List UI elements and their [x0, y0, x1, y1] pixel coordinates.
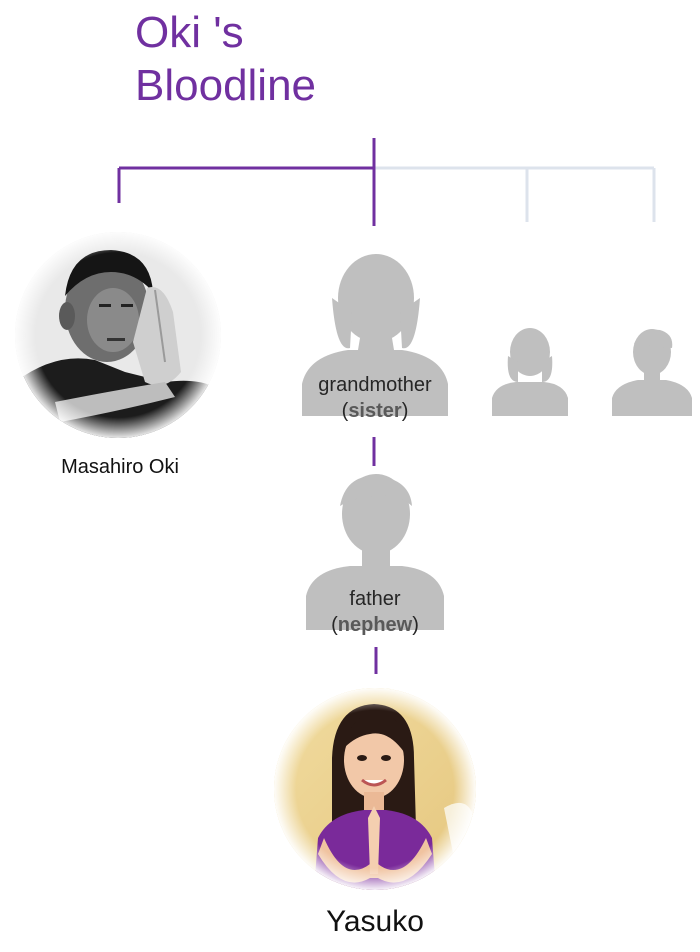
grandmother-relation: sister [348, 400, 402, 422]
grandmother-silhouette-icon [302, 252, 448, 416]
grandmother-label: grandmother (sister) [290, 372, 460, 424]
grandmother-relation-line: (sister) [341, 400, 409, 422]
masahiro-oki-photo [15, 232, 221, 438]
grandmother-role: grandmother [318, 374, 432, 396]
title-line-1: Oki 's [135, 8, 244, 57]
masahiro-oki-name: Masahiro Oki [61, 456, 179, 478]
title-line-2: Bloodline [135, 61, 317, 110]
father-relation: nephew [337, 614, 413, 636]
father-relation-line: (nephew) [331, 614, 419, 636]
diagram-title: Oki 's Bloodline [135, 6, 316, 112]
father-role: father [349, 588, 401, 610]
person-male-icon [612, 326, 692, 416]
yasuko-name: Yasuko [326, 905, 424, 938]
father-label: father (nephew) [290, 586, 460, 638]
father-silhouette-icon [306, 470, 444, 630]
person-female-icon [492, 326, 568, 416]
yasuko-photo [274, 688, 476, 890]
